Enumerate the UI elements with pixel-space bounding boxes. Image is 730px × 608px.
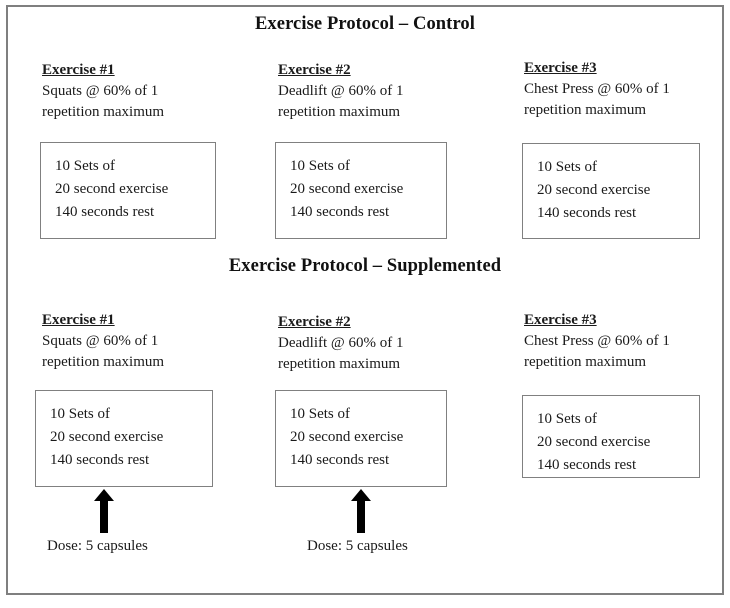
exercise-label: Exercise #3 [524, 312, 597, 328]
protocol-box-control-3: 10 Sets of 20 second exercise 140 second… [522, 143, 700, 239]
dose-label-supplemented-2: Dose: 5 capsules [307, 538, 408, 554]
exercise-label: Exercise #3 [524, 60, 597, 76]
exercise-label: Exercise #2 [278, 62, 351, 78]
exercise-description: Chest Press @ 60% of 1 repetition maximu… [524, 81, 670, 118]
dose-arrow-icon-supplemented-1 [94, 489, 114, 533]
exercise-header-supplemented-2: Exercise #2 Deadlift @ 60% of 1 repetiti… [278, 312, 478, 375]
exercise-label: Exercise #1 [42, 62, 115, 78]
exercise-description: Chest Press @ 60% of 1 repetition maximu… [524, 333, 670, 370]
protocol-box-supplemented-3: 10 Sets of 20 second exercise 140 second… [522, 395, 700, 478]
exercise-header-control-2: Exercise #2 Deadlift @ 60% of 1 repetiti… [278, 60, 478, 123]
exercise-description: Deadlift @ 60% of 1 repetition maximum [278, 335, 404, 372]
exercise-description: Squats @ 60% of 1 repetition maximum [42, 83, 165, 120]
dose-label-supplemented-1: Dose: 5 capsules [47, 538, 148, 554]
exercise-header-control-3: Exercise #3 Chest Press @ 60% of 1 repet… [524, 58, 729, 121]
section-title-supplemented: Exercise Protocol – Supplemented [228, 256, 502, 276]
exercise-description: Squats @ 60% of 1 repetition maximum [42, 333, 165, 370]
protocol-box-control-1: 10 Sets of 20 second exercise 140 second… [40, 142, 216, 239]
exercise-label: Exercise #2 [278, 314, 351, 330]
protocol-box-supplemented-2: 10 Sets of 20 second exercise 140 second… [275, 390, 447, 487]
protocol-box-supplemented-1: 10 Sets of 20 second exercise 140 second… [35, 390, 213, 487]
section-title-control: Exercise Protocol – Control [254, 14, 476, 34]
dose-arrow-icon-supplemented-2 [351, 489, 371, 533]
exercise-header-supplemented-1: Exercise #1 Squats @ 60% of 1 repetition… [42, 310, 242, 373]
exercise-header-supplemented-3: Exercise #3 Chest Press @ 60% of 1 repet… [524, 310, 729, 373]
exercise-header-control-1: Exercise #1 Squats @ 60% of 1 repetition… [42, 60, 242, 123]
exercise-description: Deadlift @ 60% of 1 repetition maximum [278, 83, 404, 120]
exercise-label: Exercise #1 [42, 312, 115, 328]
protocol-box-control-2: 10 Sets of 20 second exercise 140 second… [275, 142, 447, 239]
